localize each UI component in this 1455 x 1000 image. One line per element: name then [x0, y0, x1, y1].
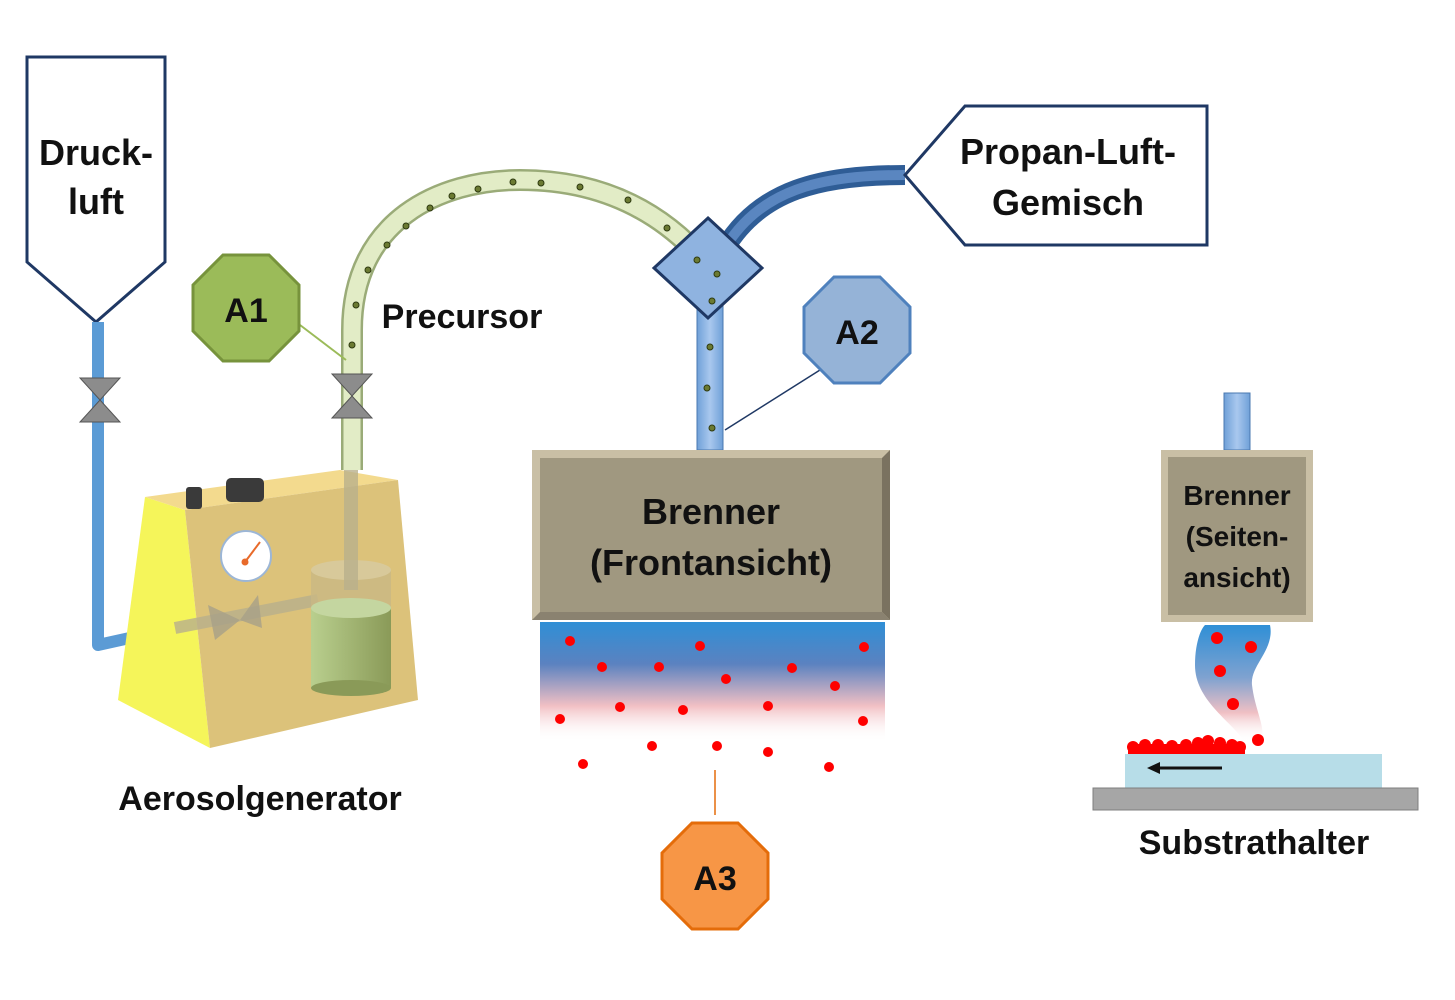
a3-label: A3	[693, 860, 736, 898]
precursor-tube	[341, 168, 714, 470]
propan-callout: Propan-Luft- Gemisch	[903, 104, 1209, 247]
measurement-point-a3[interactable]: A3	[660, 821, 770, 931]
substrate-holder	[1092, 787, 1419, 811]
brenner-side-line2: (Seiten-	[1186, 521, 1289, 552]
aerosol-generator	[118, 470, 418, 748]
brenner-side-line3: ansicht)	[1183, 562, 1290, 593]
valve-icon[interactable]	[78, 377, 122, 423]
arrow-left-icon	[1147, 762, 1222, 774]
druckluft-label-line1: Druck-	[39, 132, 153, 173]
side-feed-pipe	[1223, 392, 1251, 451]
propan-label-line1: Propan-Luft-	[960, 131, 1176, 172]
deposited-particles	[1127, 735, 1246, 754]
brenner-side-line1: Brenner	[1183, 480, 1290, 511]
a1-leader-line	[299, 324, 347, 361]
aerosolgenerator-label: Aerosolgenerator	[118, 780, 401, 818]
brenner-front-line1: Brenner	[642, 491, 780, 532]
flame-front	[540, 622, 885, 742]
valve-icon[interactable]	[330, 373, 374, 419]
substrathalter-label: Substrathalter	[1139, 824, 1370, 862]
measurement-point-a1[interactable]: A1	[191, 253, 301, 363]
pressure-gauge-icon	[220, 530, 272, 582]
propan-label-line2: Gemisch	[992, 182, 1144, 223]
precursor-label: Precursor	[382, 298, 543, 336]
druckluft-label-line2: luft	[68, 181, 124, 222]
burner-front-view: Brenner (Frontansicht)	[532, 450, 890, 620]
particles-side	[1211, 632, 1264, 746]
measurement-point-a2[interactable]: A2	[802, 275, 912, 385]
knob-small	[186, 487, 202, 509]
druckluft-callout: Druck- luft	[25, 55, 167, 324]
knob-large	[226, 478, 264, 502]
mixing-chamber	[651, 215, 765, 321]
brenner-front-line2: (Frontansicht)	[590, 542, 832, 583]
burner-feed-pipe	[696, 299, 724, 451]
burner-side-view: Brenner (Seiten- ansicht)	[1161, 450, 1313, 622]
particles-front	[555, 636, 869, 772]
a1-label: A1	[224, 292, 267, 330]
a2-leader-line	[724, 369, 821, 431]
substrate	[1125, 754, 1382, 788]
flame-side-plume	[1195, 625, 1271, 742]
a2-label: A2	[835, 314, 878, 352]
